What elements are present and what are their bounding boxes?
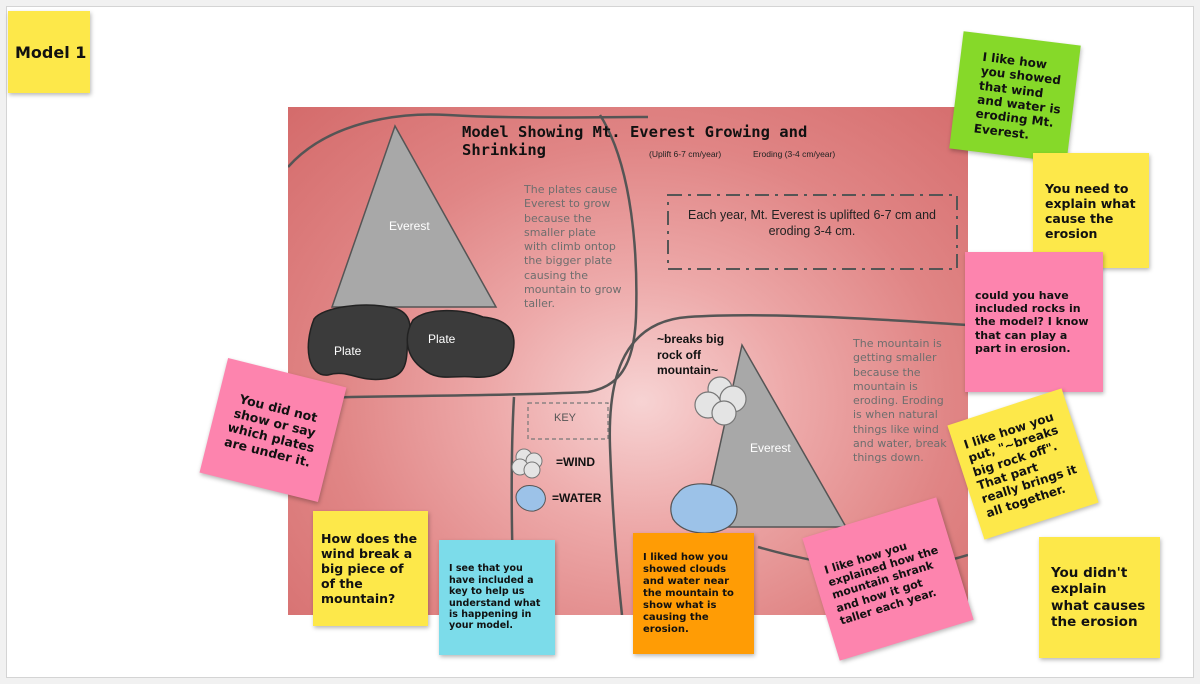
breaks-rock-text: ~breaks big rock off mountain~ xyxy=(657,332,725,378)
boundary-top-curve xyxy=(288,113,649,168)
sticky-note-explain-cause[interactable]: You need to explain what cause the erosi… xyxy=(1033,153,1149,268)
key-wind-cloud xyxy=(511,448,543,479)
model-label-note[interactable]: Model 1 xyxy=(8,11,90,93)
mountain-label-1: Everest xyxy=(389,219,430,233)
model-label-text: Model 1 xyxy=(15,43,87,62)
sticky-note-didnt-explain[interactable]: You didn't explain what causes the erosi… xyxy=(1039,537,1160,658)
key-box-border xyxy=(527,402,609,440)
poster-title: Model Showing Mt. Everest Growing and Sh… xyxy=(462,123,808,159)
sticky-note-wind-break[interactable]: How does the wind break a big piece of o… xyxy=(313,511,428,626)
erosion-water xyxy=(670,483,738,534)
yearly-box-border xyxy=(667,194,958,270)
plate-shape-1 xyxy=(307,304,411,381)
key-water-label: =WATER xyxy=(552,491,602,505)
sticky-note-clouds[interactable]: I liked how you showed clouds and water … xyxy=(633,533,754,654)
plate-label-1: Plate xyxy=(334,344,362,358)
plates-explanation: The plates cause Everest to grow because… xyxy=(524,183,622,311)
boundary-right-curve xyxy=(608,314,968,615)
yearly-change-text: Each year, Mt. Everest is uplifted 6-7 c… xyxy=(687,208,937,239)
plate-shape-2 xyxy=(406,309,515,378)
sticky-note-wind-water[interactable]: I like how you showed that wind and wate… xyxy=(949,31,1081,163)
uplift-rate: (Uplift 6-7 cm/year) xyxy=(649,149,722,159)
sticky-note-rocks[interactable]: could you have included rocks in the mod… xyxy=(965,252,1103,392)
erosion-rate: Eroding (3-4 cm/year) xyxy=(753,149,836,159)
shrinking-explanation: The mountain is getting smaller because … xyxy=(853,337,947,465)
plate-label-2: Plate xyxy=(428,332,456,346)
mountain-label-2: Everest xyxy=(750,441,791,455)
key-water-blob xyxy=(515,485,546,512)
key-title: KEY xyxy=(554,412,577,424)
mountain-triangle-1 xyxy=(330,124,498,308)
poster-drawing xyxy=(288,113,968,615)
erosion-cloud xyxy=(694,376,747,426)
key-wind-label: =WIND xyxy=(556,455,595,469)
sticky-note-key[interactable]: I see that you have included a key to he… xyxy=(439,540,555,655)
